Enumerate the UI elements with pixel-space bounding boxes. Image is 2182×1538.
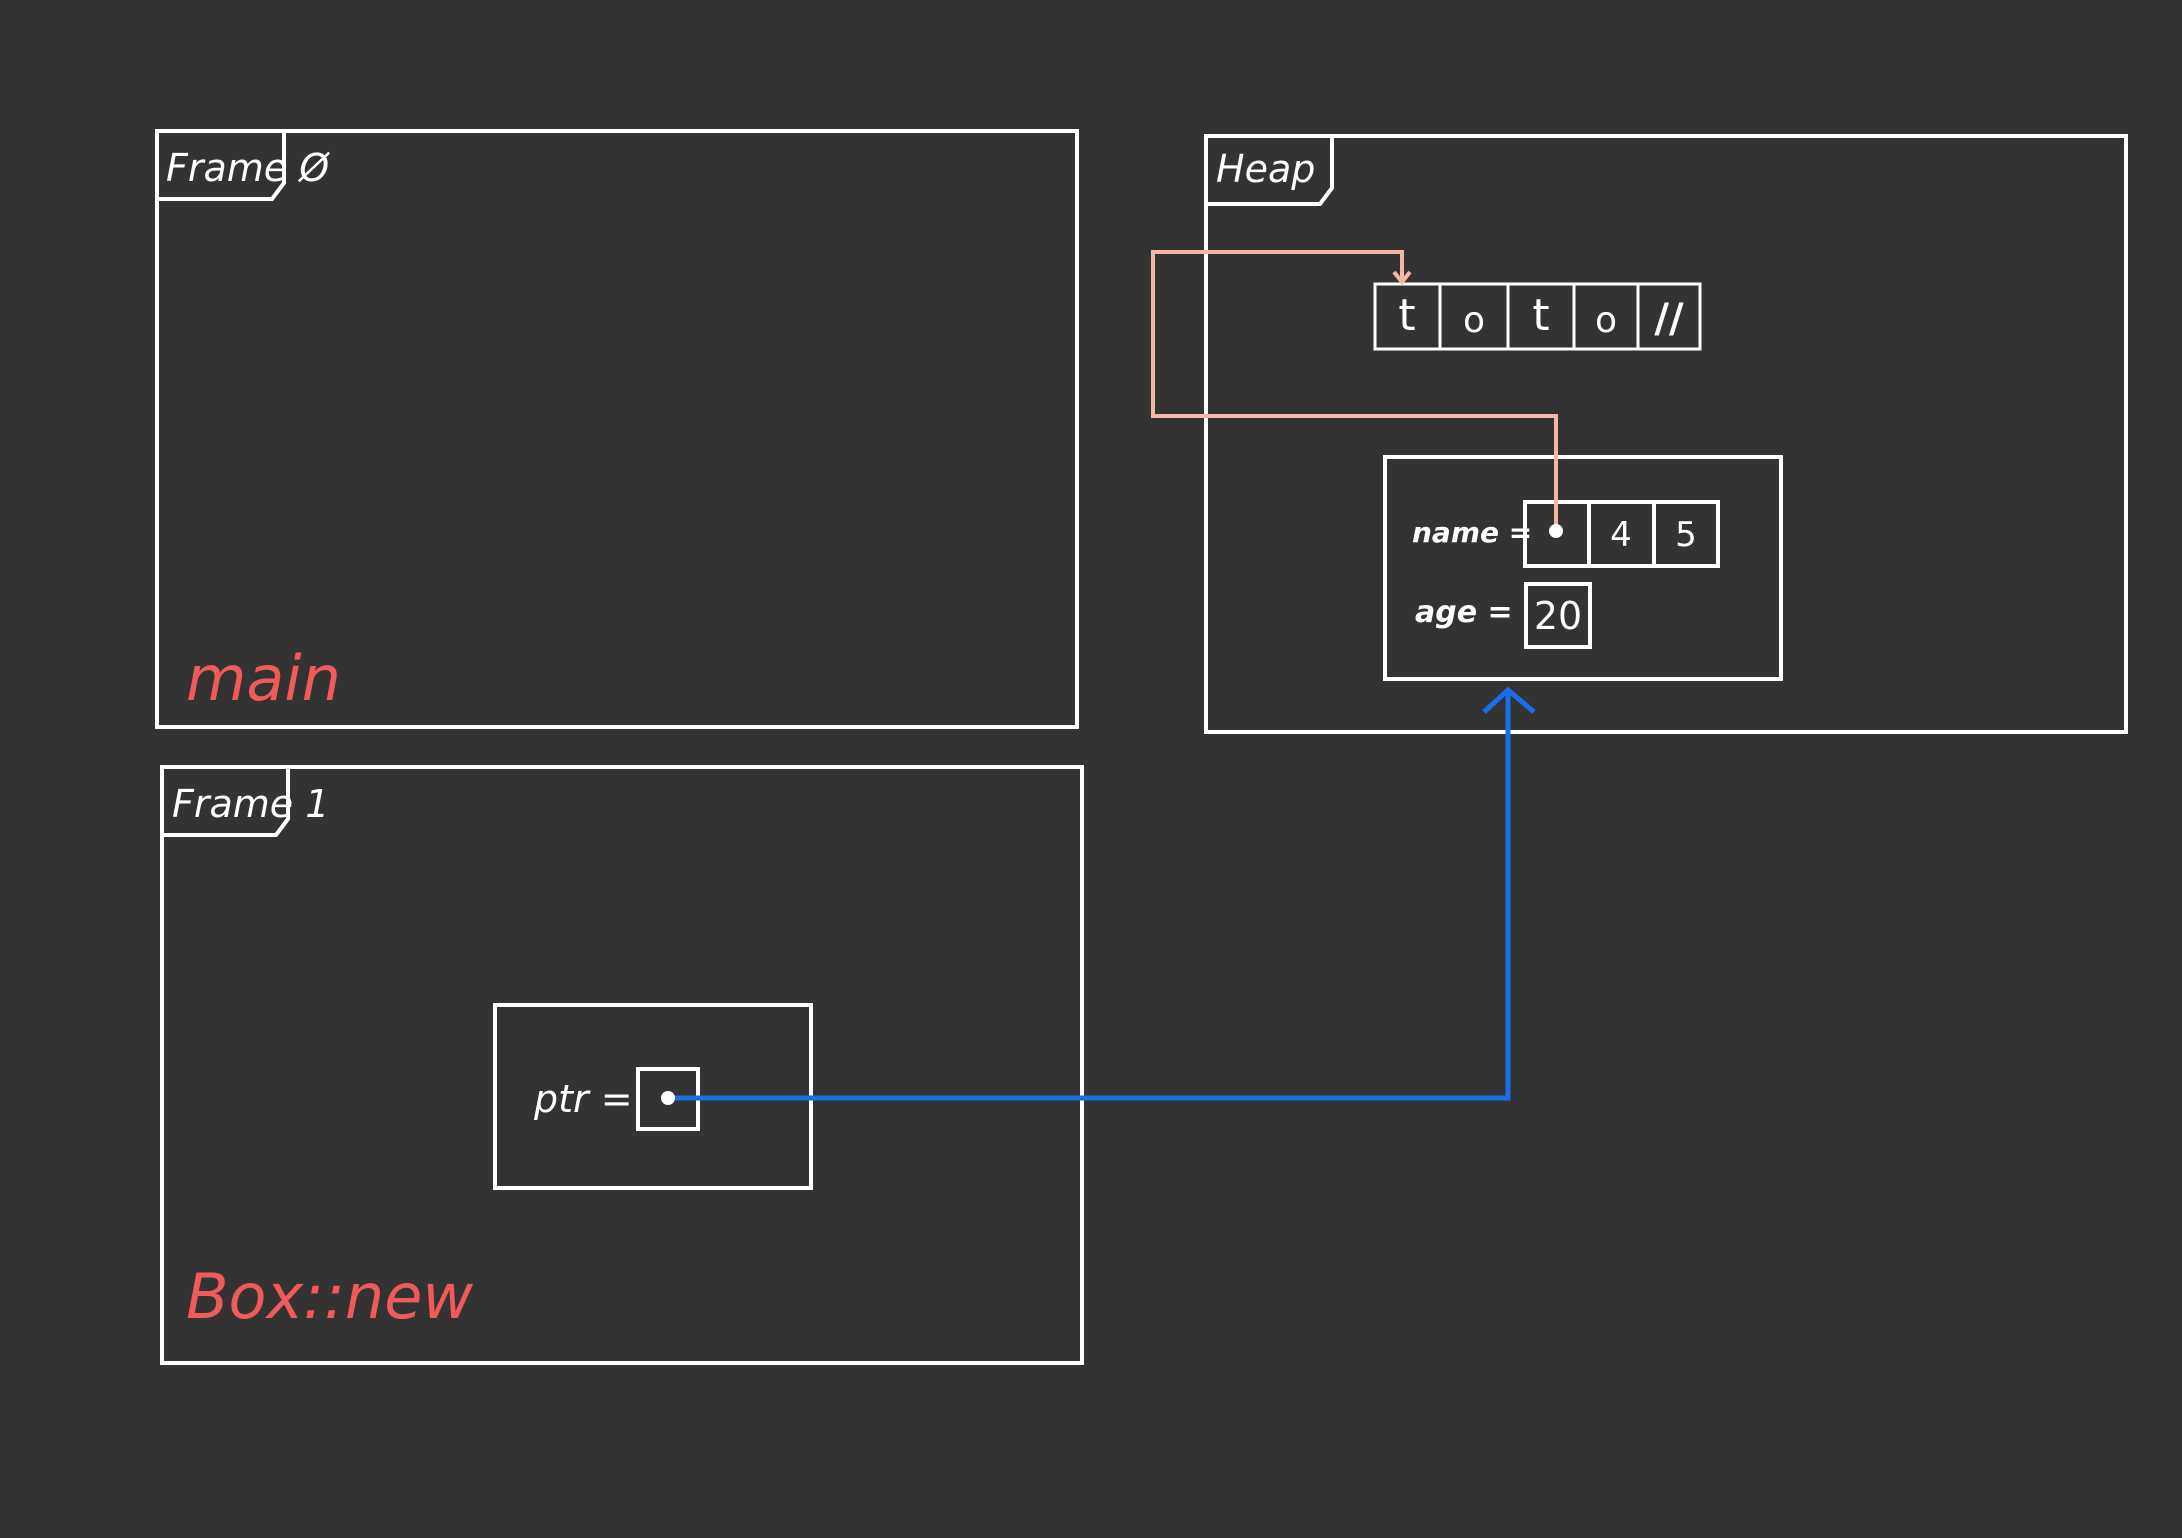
string-cell-terminator: // xyxy=(1654,296,1684,342)
string-cell: t xyxy=(1532,290,1549,341)
frame-0-function-name: main xyxy=(186,642,341,715)
frame-1-tab-label: Frame 1 xyxy=(172,782,329,826)
name-cap-value: 5 xyxy=(1675,515,1697,555)
name-pointer-arrow xyxy=(1151,250,1558,531)
age-field-label: age = xyxy=(1415,595,1513,630)
ptr-pointer-arrowhead xyxy=(1482,686,1536,714)
string-buffer xyxy=(1373,282,1702,351)
frame-0-tab-label: Frame Ø xyxy=(166,146,330,190)
frame-1-tab xyxy=(164,769,290,837)
name-pointer-arrowhead xyxy=(1392,270,1412,286)
ptr-label: ptr = xyxy=(533,1077,633,1121)
frame-1-function-name: Box::new xyxy=(186,1260,473,1333)
struct-border xyxy=(1383,455,1783,681)
name-pointer-line xyxy=(1151,250,1558,531)
string-cell: o xyxy=(1595,300,1617,341)
string-cell: t xyxy=(1398,290,1415,341)
heap-tab-label: Heap xyxy=(1216,147,1315,191)
frame-0-border xyxy=(155,129,1079,729)
ptr-pointer-line xyxy=(668,694,1511,1101)
heap-tab xyxy=(1208,138,1334,206)
age-value: 20 xyxy=(1534,594,1582,638)
string-buffer-border xyxy=(1373,282,1702,351)
heap-border xyxy=(1204,134,2128,734)
frame-0 xyxy=(155,129,1079,729)
name-len-value: 4 xyxy=(1610,515,1632,555)
ptr-pointer-arrow xyxy=(668,686,1536,1101)
name-field-label: name = xyxy=(1412,516,1532,549)
age-cell xyxy=(1524,582,1592,649)
ptr-pointer-dot xyxy=(661,1091,675,1105)
name-pointer-dot xyxy=(1549,524,1563,538)
string-cell: o xyxy=(1463,300,1485,341)
frame-1-border xyxy=(160,765,1084,1365)
struct-box xyxy=(1383,455,1783,681)
heap xyxy=(1204,134,2128,734)
frame-1 xyxy=(160,765,1084,1365)
name-fields-border xyxy=(1523,500,1720,568)
frame-0-tab xyxy=(159,133,286,201)
